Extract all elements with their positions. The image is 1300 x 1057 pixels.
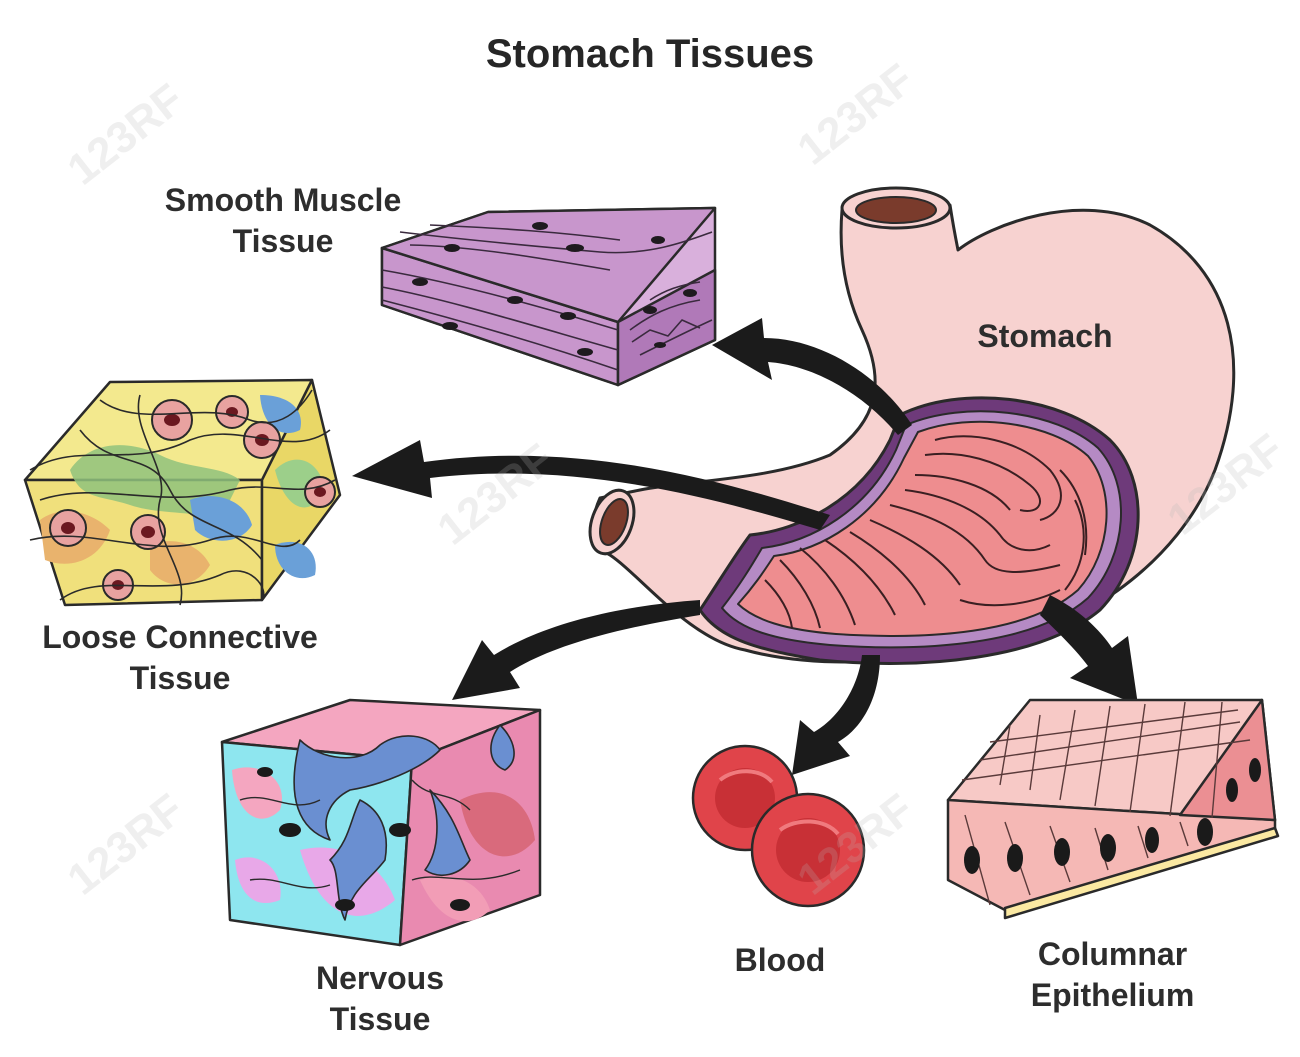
label-smooth-muscle-tissue: Smooth Muscle Tissue — [164, 182, 402, 259]
stomach-illustration — [588, 186, 1236, 665]
label-blood: Blood — [734, 942, 826, 978]
label-columnar-epithelium: Columnar Epithelium — [1030, 936, 1195, 1013]
loose-connective-block — [23, 378, 342, 607]
label-loose-connective-tissue: Loose Connective Tissue — [42, 619, 318, 696]
diagram-title: Stomach Tissues — [485, 32, 815, 76]
nervous-block — [220, 698, 542, 947]
label-stomach: Stomach — [977, 318, 1113, 354]
smooth-muscle-block — [380, 206, 717, 387]
columnar-epithelium-block — [946, 698, 1280, 920]
label-nervous-tissue: Nervous Tissue — [315, 960, 445, 1037]
tissue-arrows — [352, 318, 1138, 775]
blood-cells — [691, 744, 866, 908]
